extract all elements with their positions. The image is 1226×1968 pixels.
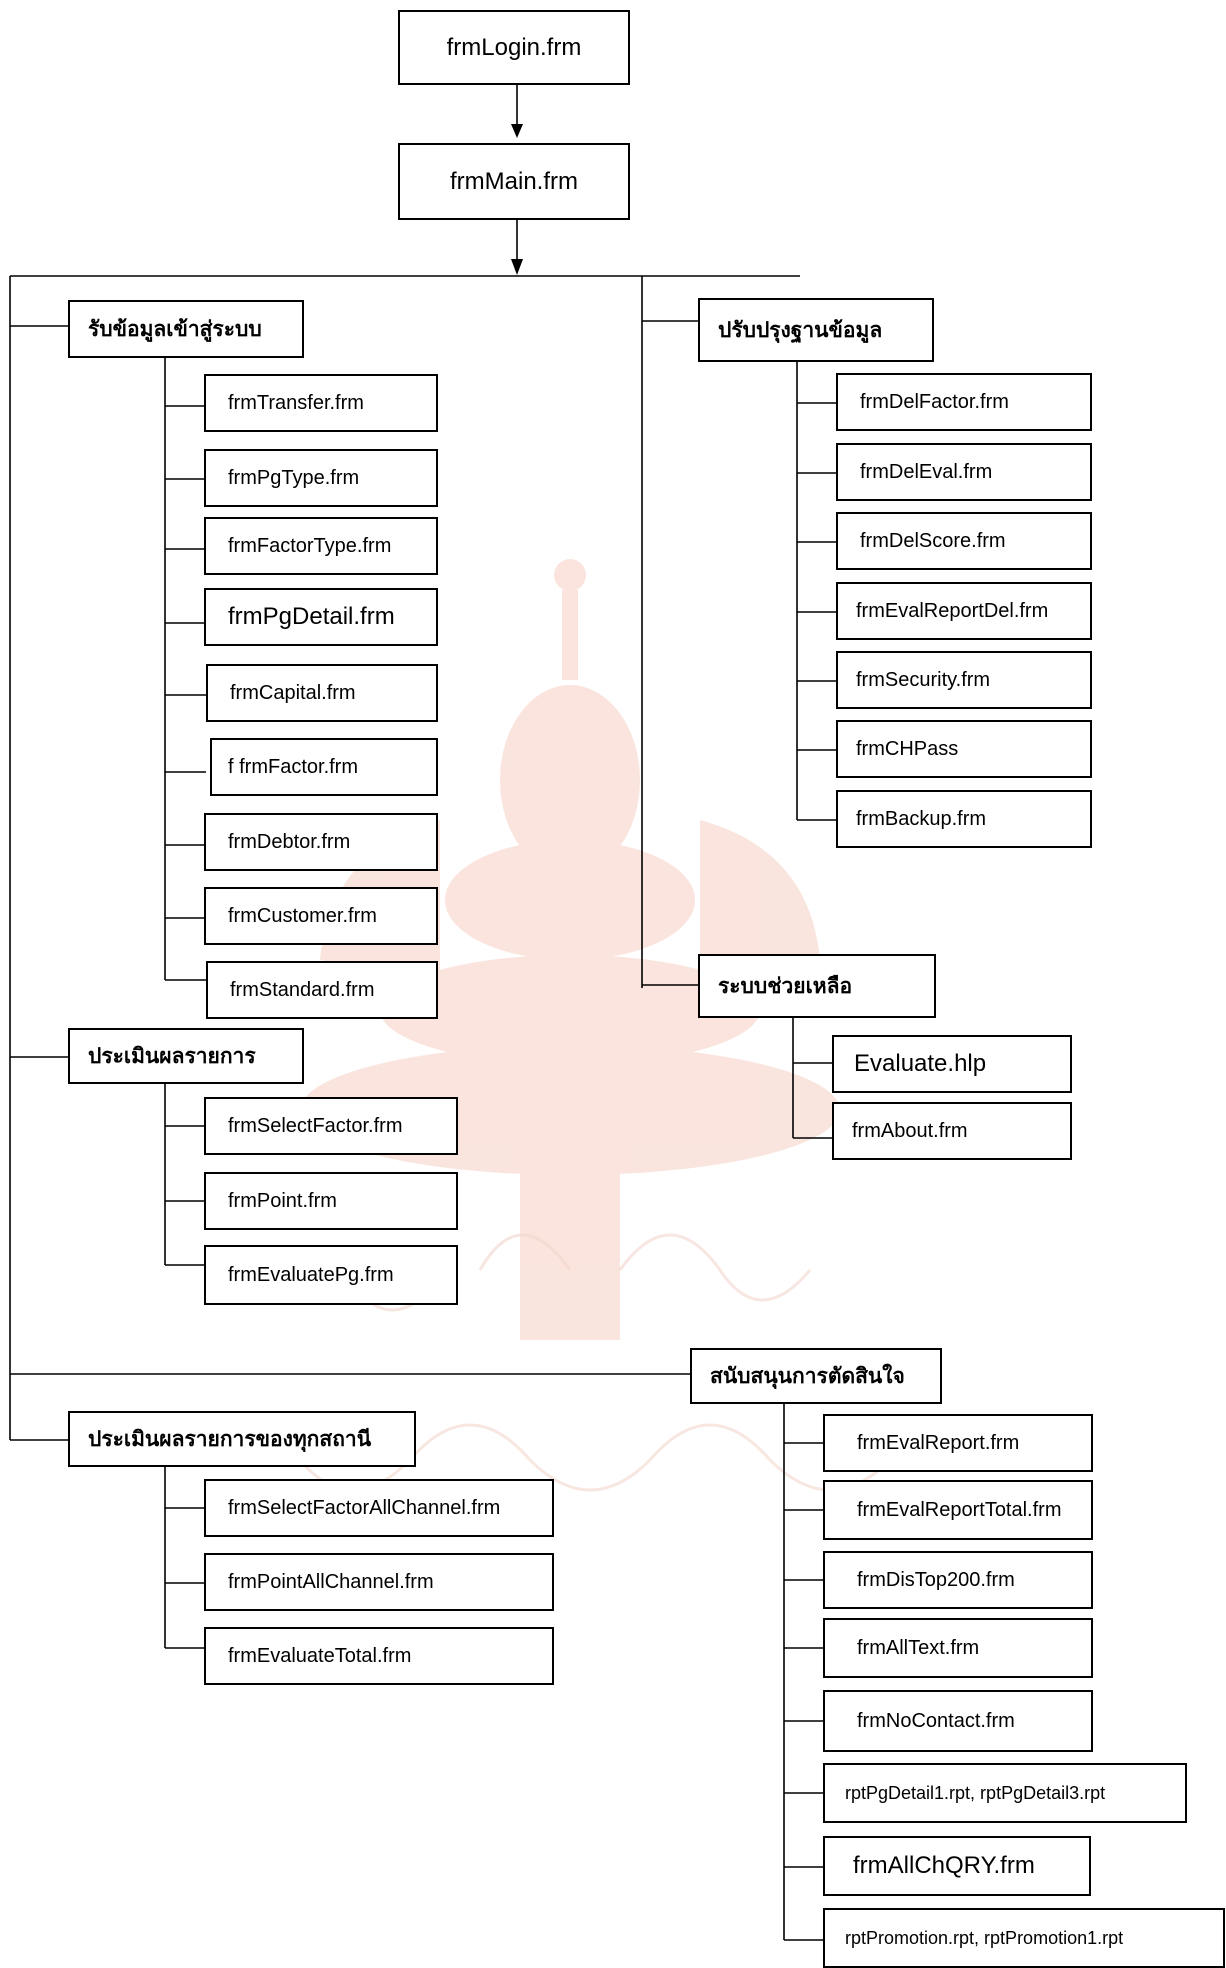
node-main: frmMain.frm [398,143,630,220]
category-input: รับข้อมูลเข้าสู่ระบบ [68,300,304,358]
form-node: frmNoContact.frm [823,1690,1093,1752]
form-node: frmDebtor.frm [204,813,438,871]
form-node: frmEvaluateTotal.frm [204,1627,554,1685]
form-node: frmTransfer.frm [204,374,438,432]
form-node: frmCapital.frm [206,664,438,722]
category-decision: สนับสนุนการตัดสินใจ [690,1348,942,1404]
report-node: rptPromotion.rpt, rptPromotion1.rpt [823,1908,1225,1968]
form-node: frmCHPass [836,720,1092,778]
form-node: frmEvalReportDel.frm [836,582,1092,640]
category-maintenance: ปรับปรุงฐานข้อมูล [698,298,934,362]
form-node: frmEvalReport.frm [823,1414,1093,1472]
arrowhead [511,259,523,275]
form-node: frmAbout.frm [832,1102,1072,1160]
form-node: frmPgType.frm [204,449,438,507]
form-node: frmDisTop200.frm [823,1551,1093,1609]
report-node: rptPgDetail1.rpt, rptPgDetail3.rpt [823,1763,1187,1823]
arrowhead [511,124,523,138]
form-node: frmCustomer.frm [204,887,438,945]
form-node: f frmFactor.frm [210,738,438,796]
form-node: frmDelEval.frm [836,443,1092,501]
form-node: frmAllChQRY.frm [823,1836,1091,1896]
form-node: frmSecurity.frm [836,651,1092,709]
help-file-node: Evaluate.hlp [832,1035,1072,1093]
form-node: frmDelScore.frm [836,512,1092,570]
form-node: frmSelectFactorAllChannel.frm [204,1479,554,1537]
form-node: frmAllText.frm [823,1618,1093,1678]
category-evaluate-all: ประเมินผลรายการของทุกสถานี [68,1411,416,1467]
form-node: frmSelectFactor.frm [204,1097,458,1155]
category-evaluate: ประเมินผลรายการ [68,1028,304,1084]
form-node: frmEvalReportTotal.frm [823,1480,1093,1540]
form-node: frmPoint.frm [204,1172,458,1230]
node-login: frmLogin.frm [398,10,630,85]
form-node: frmBackup.frm [836,790,1092,848]
form-node: frmEvaluatePg.frm [204,1245,458,1305]
form-node: frmFactorType.frm [204,517,438,575]
category-help: ระบบช่วยเหลือ [698,954,936,1018]
form-node: frmPointAllChannel.frm [204,1553,554,1611]
form-node: frmDelFactor.frm [836,373,1092,431]
form-node: frmStandard.frm [206,961,438,1019]
form-node: frmPgDetail.frm [204,588,438,646]
